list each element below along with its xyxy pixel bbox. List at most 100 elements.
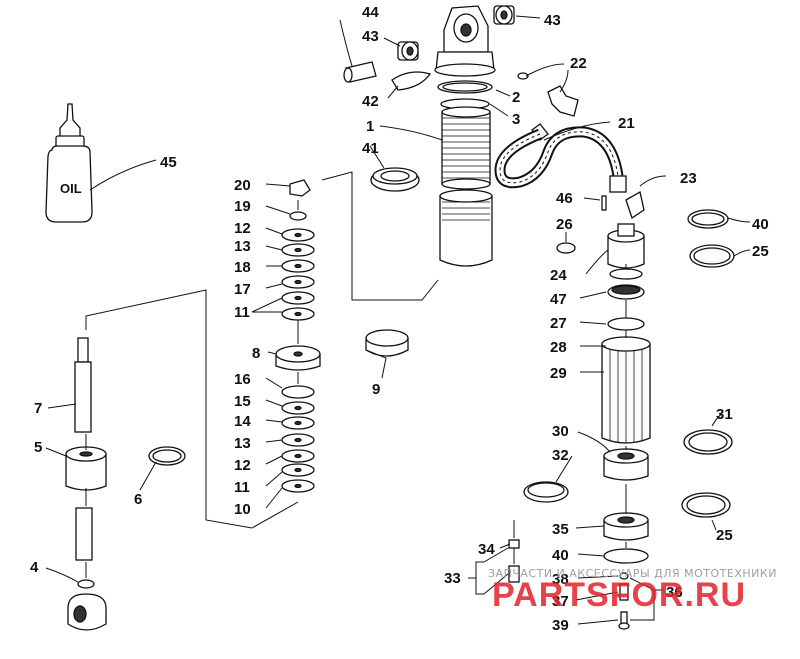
screw-39: [618, 611, 630, 630]
callout-21: 21: [618, 115, 635, 132]
oring-28: [607, 317, 645, 331]
valve-stack-lower: [281, 385, 315, 493]
spring-collar-41: [370, 167, 420, 192]
callout-1: 1: [366, 118, 374, 135]
piston-30: [603, 448, 649, 481]
eye-mount-4: [67, 579, 107, 631]
callout-38: 38: [552, 571, 569, 588]
valve-37: [619, 583, 629, 601]
callout-labels: 44 43 43 42 2 22 3 1 21 41 45 20 19 12 1…: [30, 4, 769, 634]
piston-8: [275, 345, 321, 371]
callout-26: 26: [556, 216, 573, 233]
callout-5: 5: [34, 439, 42, 456]
bearing-27: [607, 284, 645, 300]
callout-41: 41: [362, 140, 379, 157]
callout-8: 8: [252, 345, 260, 362]
callout-23: 23: [680, 170, 697, 187]
pin-44: [343, 61, 377, 83]
oring-25-lower: [681, 492, 731, 518]
shock-body-lower: [439, 189, 493, 267]
valve-core-38: [619, 572, 629, 580]
callout-24: 24: [550, 267, 567, 284]
callout-11-upper: 11: [234, 304, 250, 321]
callout-44: 44: [362, 4, 379, 21]
shaft-7: [74, 337, 92, 433]
callout-18: 18: [234, 259, 251, 276]
leader-lines: [45, 15, 751, 625]
callout-25-top: 25: [752, 243, 769, 260]
callout-12-lower: 12: [234, 457, 251, 474]
callout-10: 10: [234, 501, 251, 518]
top-eye-mount: [434, 5, 496, 77]
callout-13-upper: 13: [234, 238, 251, 255]
bushing-43-left: [397, 41, 419, 61]
callout-32: 32: [552, 447, 569, 464]
watermark-tagline: ЗАПЧАСТИ И АКСЕССУАРЫ ДЛЯ МОТОТЕХНИКИ: [488, 567, 777, 580]
reservoir-tube-29: [601, 336, 651, 444]
callout-3: 3: [512, 111, 520, 128]
callout-22: 22: [570, 55, 587, 72]
split-ring-32: [523, 481, 569, 503]
callout-37: 37: [552, 593, 569, 610]
callout-43-right: 43: [544, 12, 561, 29]
callout-27: 27: [550, 315, 567, 332]
oring-2: [437, 80, 493, 94]
callout-31: 31: [716, 406, 733, 423]
callout-17: 17: [234, 281, 251, 298]
callout-16: 16: [234, 371, 251, 388]
oil-bottle-label: OIL: [60, 181, 82, 196]
callout-46: 46: [556, 190, 573, 207]
oring-25-top: [689, 244, 735, 268]
bushing-43-right: [493, 5, 515, 25]
shaft-lower: [75, 507, 93, 561]
callout-43-left: 43: [362, 28, 379, 45]
oring-40-lower: [603, 548, 649, 564]
callout-30: 30: [552, 423, 569, 440]
callout-42: 42: [362, 93, 379, 110]
callout-25-lower: 25: [716, 527, 733, 544]
callout-14: 14: [234, 413, 251, 430]
callout-2: 2: [512, 89, 520, 106]
assembly-guide-lines: [85, 171, 627, 578]
oring-6: [148, 446, 186, 466]
callout-33: 33: [444, 570, 461, 587]
callout-9: 9: [372, 381, 380, 398]
piston-ring-9: [365, 329, 409, 357]
watermark-brand: PARTSFOR.RU: [492, 576, 746, 614]
seal-head-5: [65, 446, 107, 491]
callout-20: 20: [234, 177, 251, 194]
watermark: ЗАПЧАСТИ И АКСЕССУАРЫ ДЛЯ МОТОТЕХНИКИ PA…: [488, 567, 777, 614]
callout-34: 34: [478, 541, 495, 558]
reservoir-cap-24: [607, 223, 645, 269]
callout-28: 28: [550, 339, 567, 356]
callout-6: 6: [134, 491, 142, 508]
callout-40-top: 40: [752, 216, 769, 233]
washer-42: [391, 71, 432, 91]
callout-13-lower: 13: [234, 435, 251, 452]
callout-40-lower: 40: [552, 547, 569, 564]
callout-35: 35: [552, 521, 569, 538]
callout-12-upper: 12: [234, 220, 251, 237]
callout-11-lower: 11: [234, 479, 250, 496]
bottom-cap-35: [603, 512, 649, 541]
callout-7: 7: [34, 400, 42, 417]
fitting-23: [625, 190, 645, 220]
callout-47: 47: [550, 291, 567, 308]
callout-29: 29: [550, 365, 567, 382]
callout-4: 4: [30, 559, 39, 576]
callout-45: 45: [160, 154, 177, 171]
callout-36: 36: [666, 584, 683, 601]
callout-39: 39: [552, 617, 569, 634]
oring-47: [609, 268, 643, 280]
oring-26: [556, 242, 576, 254]
callout-19: 19: [234, 198, 251, 215]
oil-bottle: OIL: [45, 103, 93, 223]
oring-31: [683, 429, 733, 455]
shock-body-threaded: [441, 106, 491, 190]
valve-46: [601, 195, 607, 211]
callout-15: 15: [234, 393, 251, 410]
hose-21: [494, 123, 627, 193]
elbow-fitting-22: [517, 72, 579, 117]
